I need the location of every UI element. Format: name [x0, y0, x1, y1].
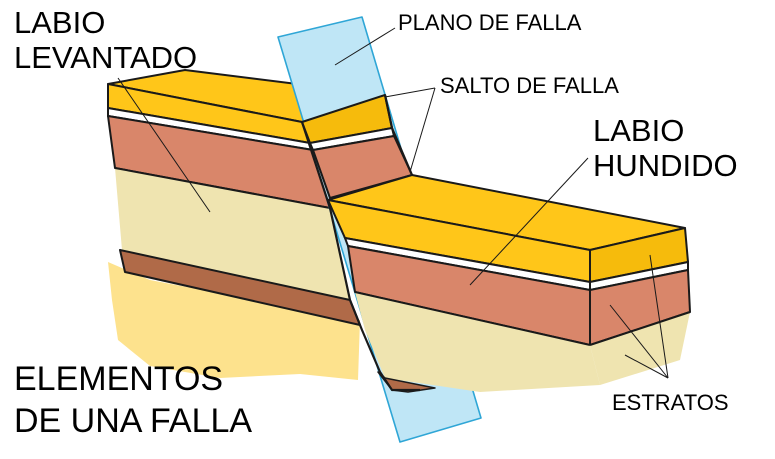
- leader-estratos-2: [609, 304, 669, 379]
- diagram-title-line2: DE UNA FALLA: [14, 402, 253, 440]
- diagram-title-line1: ELEMENTOS: [14, 360, 224, 398]
- label-salto-de-falla: SALTO DE FALLA: [440, 73, 619, 98]
- leader-estratos-3: [624, 354, 669, 379]
- sunken-lip-stratum-line: [354, 291, 591, 346]
- fault-scarp-line: [383, 94, 414, 176]
- raised-lip-stratum-line: [114, 167, 331, 209]
- sunken-lip-side-cream: [590, 312, 690, 385]
- label-labio-levantado: LABIO LEVANTADO: [14, 7, 197, 73]
- label-labio-hundido: LABIO HUNDIDO: [593, 115, 738, 181]
- leader-plano-de-falla: [334, 27, 396, 66]
- ground-area: [108, 262, 360, 380]
- leader-labio-levantado: [117, 77, 211, 213]
- label-labio-hundido-line1: LABIO: [593, 113, 685, 148]
- leader-salto-1: [384, 87, 436, 98]
- label-plano-de-falla: PLANO DE FALLA: [398, 10, 582, 35]
- sunken-lip-side-line: [589, 311, 691, 346]
- label-labio-hundido-line2: HUNDIDO: [593, 148, 738, 183]
- label-labio-levantado-line1: LABIO: [14, 5, 106, 40]
- diagram-title: ELEMENTOS DE UNA FALLA: [14, 362, 252, 438]
- leader-labio-hundido: [469, 157, 589, 286]
- fault-trace-line: [300, 121, 420, 392]
- label-labio-levantado-line2: LEVANTADO: [14, 40, 198, 75]
- leader-salto-2: [409, 87, 436, 173]
- label-estratos: ESTRATOS: [612, 390, 729, 415]
- leader-estratos-1: [649, 254, 669, 379]
- sunken-lip-cream-stratum: [355, 292, 600, 392]
